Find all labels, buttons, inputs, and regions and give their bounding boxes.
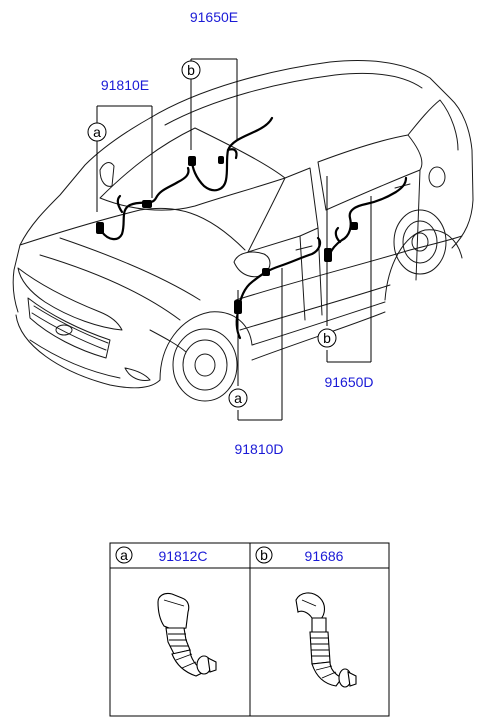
grommet-91812C-illustration [157, 592, 217, 677]
callout-letter-a-front-door: a [234, 390, 242, 406]
wire-harness-rear-door [324, 176, 408, 262]
label-91650D: 91650D [324, 374, 373, 390]
car-illustration [12, 60, 474, 402]
wire-harness-left-door [96, 166, 190, 241]
legend-letter-b: b [260, 547, 268, 563]
callout-letter-b-rear-door: b [323, 330, 331, 346]
legend-part-a: 91812C [158, 548, 207, 564]
callout-b-top: b [181, 60, 201, 80]
leader-lines [96, 58, 372, 421]
callout-a-hood: a [87, 122, 107, 142]
label-91810E: 91810E [101, 77, 149, 93]
label-91650E: 91650E [190, 9, 238, 25]
callout-letter-b-top: b [187, 62, 195, 78]
callout-a-front-door: a [228, 388, 248, 408]
label-91810D: 91810D [234, 441, 283, 457]
parts-legend-table: a 91812C b 91686 [109, 542, 390, 717]
legend-letter-a: a [120, 547, 128, 563]
callout-letter-a-hood: a [93, 124, 101, 140]
grommet-91686-illustration [295, 592, 357, 688]
legend-part-b: 91686 [305, 548, 344, 564]
wire-harness-roof [188, 116, 274, 192]
callout-b-rear-door: b [317, 328, 337, 348]
